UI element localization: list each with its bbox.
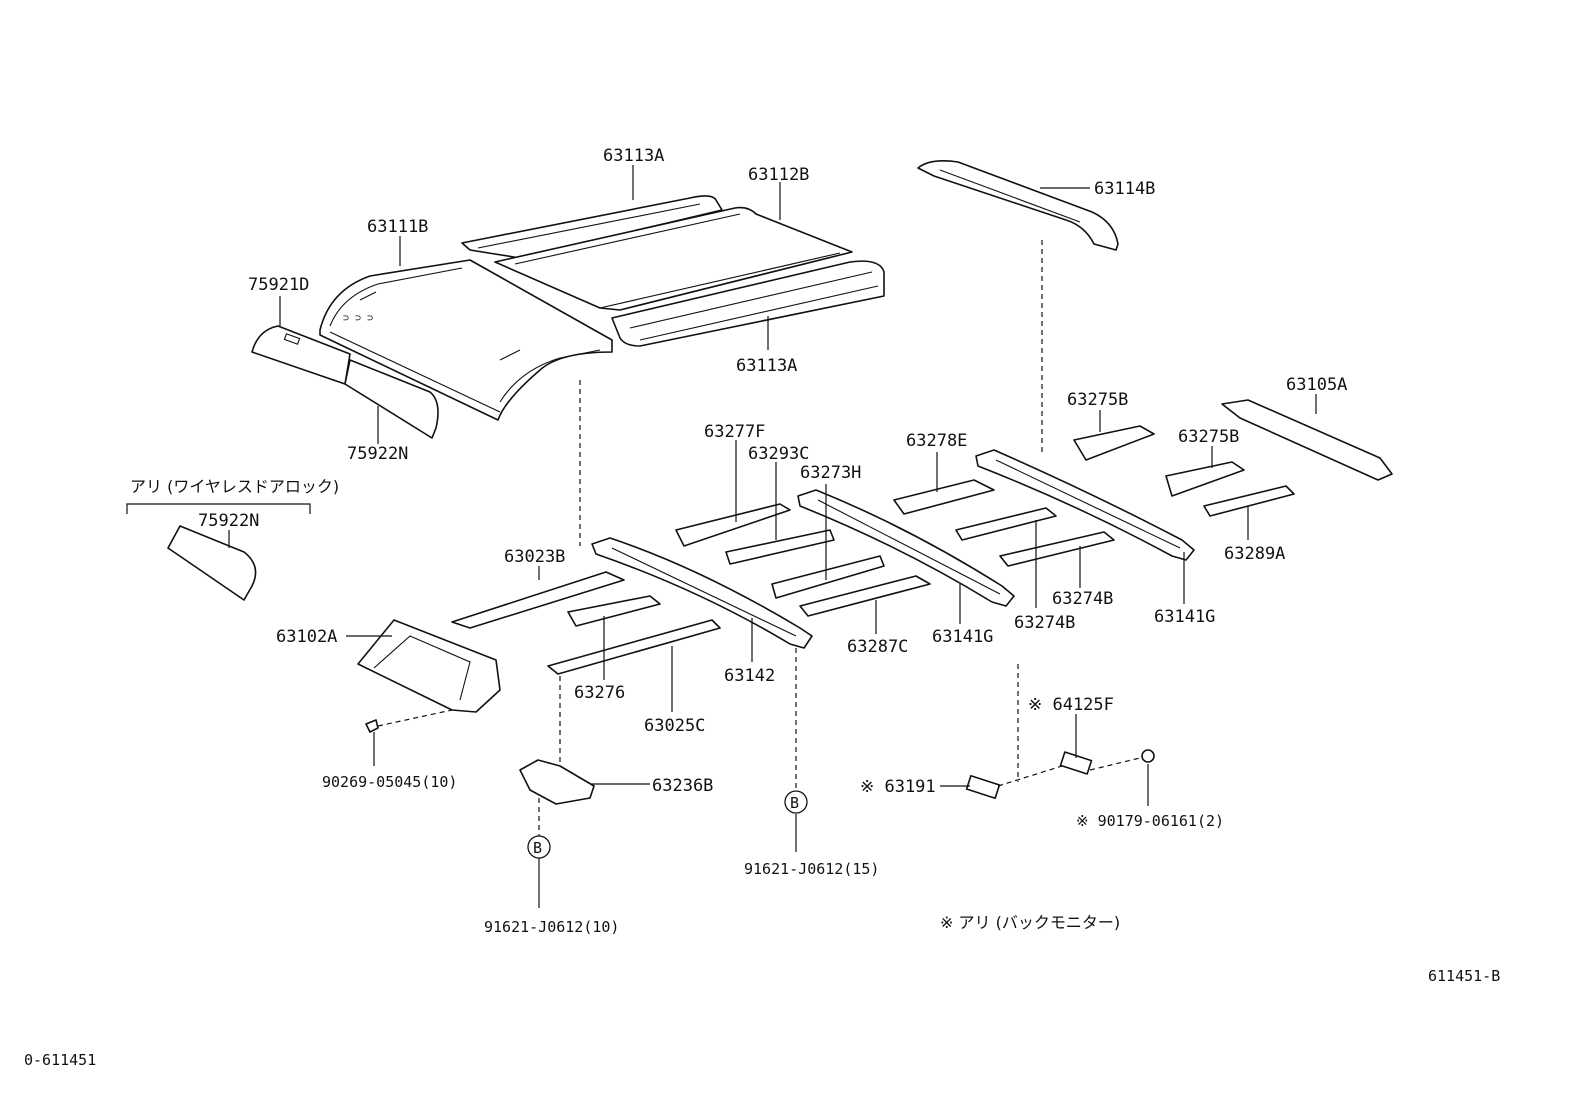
ref-circle-b-left — [527, 835, 551, 859]
part-label-63293C: 63293C — [748, 444, 809, 464]
part-label-63274B-a: 63274B — [1014, 613, 1075, 633]
svg-text:⊃ ⊃ ⊃: ⊃ ⊃ ⊃ — [343, 313, 373, 324]
part-label-63278E: 63278E — [906, 431, 967, 451]
part-label-63274B-b: 63274B — [1052, 589, 1113, 609]
ref-circle-b-right — [784, 790, 808, 814]
roof-bow-mid-63141G — [797, 489, 1015, 607]
leader-lines — [126, 165, 1317, 908]
ref-circle-b-left-label: B — [533, 839, 542, 857]
part-label-63113A-bottom: 63113A — [736, 356, 797, 376]
ref-circle-b-right-label: B — [790, 794, 799, 812]
part-label-63141G-a: 63141G — [932, 627, 993, 647]
front-roof-header-63142 — [591, 537, 813, 649]
part-label-75922N: 75922N — [347, 444, 408, 464]
roof-panel-assembly: ⊃ ⊃ ⊃ — [251, 195, 885, 439]
part-label-63113A-top: 63113A — [603, 146, 664, 166]
part-label-63287C: 63287C — [847, 637, 908, 657]
part-label-63273H: 63273H — [800, 463, 861, 483]
roof-reinforcements — [167, 399, 1393, 805]
illustration-code: 611451-B — [1428, 967, 1500, 985]
part-label-63277F: 63277F — [704, 422, 765, 442]
part-label-63141G-b: 63141G — [1154, 607, 1215, 627]
part-label-63276: 63276 — [574, 683, 625, 703]
roof-trim-front-inner — [344, 359, 439, 439]
part-label-63025C: 63025C — [644, 716, 705, 736]
part-labels: 63113A 63112B 63114B 63111B 75921D 63113… — [24, 146, 1500, 1069]
part-label-75921D: 75921D — [248, 275, 309, 295]
part-label-90179-06161: ※ 90179-06161(2) — [1076, 812, 1224, 830]
part-label-63142: 63142 — [724, 666, 775, 686]
roof-panel-center — [494, 206, 853, 311]
part-label-63289A: 63289A — [1224, 544, 1285, 564]
roof-trim-front-outer — [251, 325, 351, 385]
part-label-63112B: 63112B — [748, 165, 809, 185]
part-label-63275B-b: 63275B — [1178, 427, 1239, 447]
part-label-63275B-a: 63275B — [1067, 390, 1128, 410]
page-code: 0-611451 — [24, 1051, 96, 1069]
part-label-63105A: 63105A — [1286, 375, 1347, 395]
part-label-63191: ※ 63191 — [860, 777, 936, 797]
option-note-back-monitor: ※ アリ (バックモニター) — [940, 913, 1120, 932]
roof-side-rail-rear-strip — [611, 260, 885, 347]
part-label-64125F: ※ 64125F — [1028, 695, 1114, 715]
part-label-91621-J0612-10: 91621-J0612(10) — [484, 918, 619, 936]
roof-rear-rail-cover — [917, 160, 1119, 251]
option-note-wireless-door-lock: アリ (ワイヤレスドアロック) — [130, 477, 339, 496]
part-label-75922N-option: 75922N — [198, 511, 259, 531]
roof-bow-rear-63141G — [975, 449, 1195, 561]
part-label-63111B: 63111B — [367, 217, 428, 237]
part-label-63102A: 63102A — [276, 627, 337, 647]
part-label-63114B: 63114B — [1094, 179, 1155, 199]
part-label-63236B: 63236B — [652, 776, 713, 796]
part-label-91621-J0612-15: 91621-J0612(15) — [744, 860, 879, 878]
part-label-63023B: 63023B — [504, 547, 565, 567]
part-label-90269-05045: 90269-05045(10) — [322, 773, 457, 791]
